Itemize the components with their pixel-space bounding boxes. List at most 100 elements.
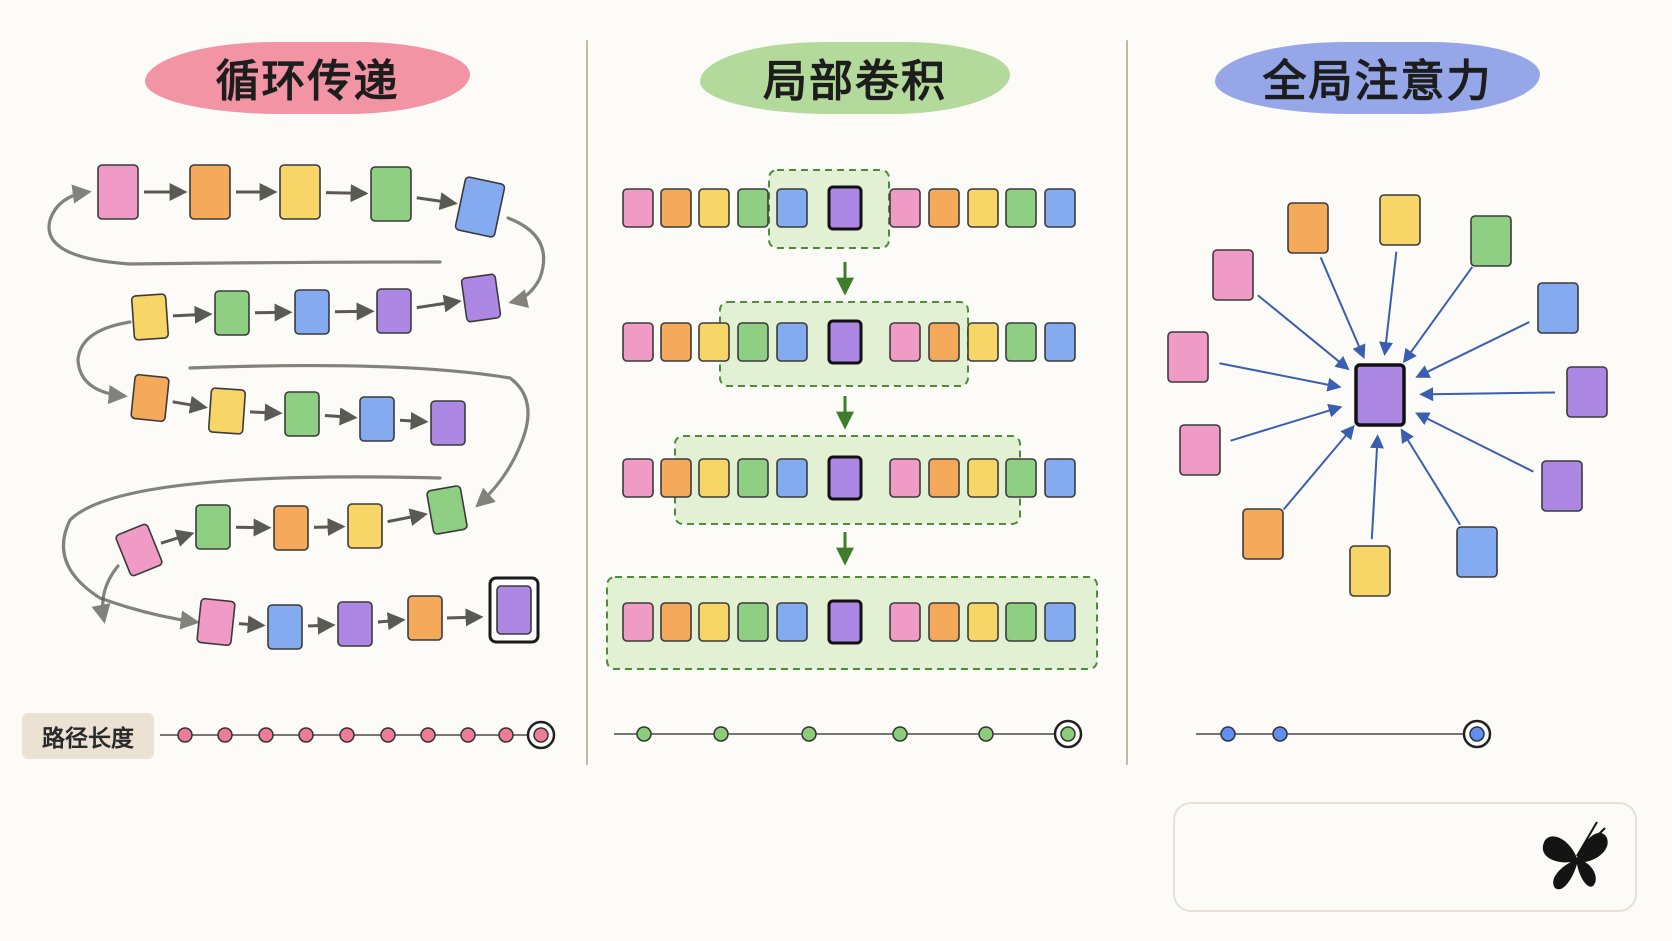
conv-token-r3-3 bbox=[737, 602, 769, 642]
recurrent-token-r2-0 bbox=[130, 373, 170, 423]
recurrent-arrow-r3-2 bbox=[313, 518, 346, 537]
conv-token-r0-0 bbox=[622, 188, 654, 228]
conv-token-r1-2 bbox=[698, 322, 730, 362]
recurrent-arrow-r4-0 bbox=[238, 615, 266, 634]
attention-satellite-4 bbox=[1537, 282, 1579, 334]
conv-token-r3-0 bbox=[622, 602, 654, 642]
link-layer bbox=[47, 183, 1556, 635]
conv-token-r0-6 bbox=[889, 188, 921, 228]
attention-arrow-8 bbox=[1369, 434, 1384, 540]
attention-satellite-7 bbox=[1456, 526, 1498, 578]
attention-arrow-11 bbox=[1219, 362, 1342, 392]
recurrent-token-r0-0 bbox=[97, 164, 139, 220]
recurrent-token-r0-1 bbox=[189, 164, 231, 220]
recurrent-ruler-end-dot bbox=[533, 727, 549, 743]
recurrent-token-r3-0 bbox=[115, 523, 163, 577]
path-length-label: 路径长度 bbox=[22, 713, 154, 759]
conv-token-r3-9 bbox=[1005, 602, 1037, 642]
recurrent-connector-5 bbox=[91, 564, 120, 624]
recurrent-ruler-dot-8 bbox=[498, 727, 514, 743]
recurrent-arrow-r0-2 bbox=[325, 184, 369, 203]
recurrent-ruler-dot-7 bbox=[460, 727, 476, 743]
attention-arrow-2 bbox=[1379, 251, 1398, 357]
title-conv: 局部卷积 bbox=[700, 34, 1010, 120]
attention-ruler-dot-1 bbox=[1272, 726, 1288, 742]
recurrent-connector-4 bbox=[61, 475, 442, 630]
attention-satellite-10 bbox=[1179, 424, 1221, 476]
attention-arrow-10 bbox=[1230, 403, 1343, 442]
conv-token-r0-8 bbox=[967, 188, 999, 228]
conv-token-r3-8 bbox=[967, 602, 999, 642]
token-layer bbox=[97, 164, 1608, 650]
recurrent-connector-3 bbox=[188, 363, 530, 508]
title-brush-blue bbox=[1215, 42, 1540, 114]
title-attention-text: 全局注意力 bbox=[1262, 56, 1493, 107]
recurrent-arrow-r0-3 bbox=[416, 192, 458, 211]
attention-satellite-5 bbox=[1566, 366, 1608, 418]
conv-token-r2-4 bbox=[776, 458, 808, 498]
conv-token-r1-3 bbox=[737, 322, 769, 362]
recurrent-token-r4-2 bbox=[337, 601, 373, 647]
conv-ruler-dot-4 bbox=[978, 726, 994, 742]
recurrent-token-r1-4 bbox=[460, 273, 502, 323]
recurrent-token-r0-2 bbox=[279, 164, 321, 220]
conv-ruler-dot-1 bbox=[713, 726, 729, 742]
recurrent-ruler-dot-0 bbox=[177, 727, 193, 743]
conv-token-r2-9 bbox=[1005, 458, 1037, 498]
attention-hub-token bbox=[1354, 363, 1406, 427]
conv-token-r3-1 bbox=[660, 602, 692, 642]
conv-token-r1-4 bbox=[776, 322, 808, 362]
conv-token-r1-7 bbox=[928, 322, 960, 362]
recurrent-token-r1-3 bbox=[376, 288, 412, 334]
attention-arrow-4 bbox=[1415, 321, 1530, 378]
recurrent-token-r0-4 bbox=[454, 176, 506, 238]
recurrent-token-r2-2 bbox=[284, 391, 320, 437]
conv-token-r1-5 bbox=[828, 320, 862, 364]
recurrent-token-r3-3 bbox=[347, 503, 383, 549]
attention-satellite-9 bbox=[1242, 508, 1284, 560]
conv-token-r2-0 bbox=[622, 458, 654, 498]
recurrent-connector-0 bbox=[47, 184, 442, 266]
conv-token-r3-4 bbox=[776, 602, 808, 642]
conv-token-r0-2 bbox=[698, 188, 730, 228]
conv-token-r3-2 bbox=[698, 602, 730, 642]
recurrent-ruler-dot-1 bbox=[217, 727, 233, 743]
title-attention: 全局注意力 bbox=[1215, 34, 1540, 120]
title-brush-red bbox=[145, 42, 470, 114]
conv-center-outline-r3 bbox=[827, 599, 863, 645]
recurrent-token-r2-1 bbox=[207, 387, 247, 435]
conv-token-r0-3 bbox=[737, 188, 769, 228]
recurrent-token-r1-2 bbox=[294, 289, 330, 335]
recurrent-arrow-r4-2 bbox=[377, 612, 406, 631]
conv-token-r2-6 bbox=[889, 458, 921, 498]
conv-token-r1-0 bbox=[622, 322, 654, 362]
conv-token-r1-10 bbox=[1044, 322, 1076, 362]
attention-arrow-9 bbox=[1282, 424, 1355, 511]
conv-token-r2-3 bbox=[737, 458, 769, 498]
title-recurrent: 循环传递 bbox=[145, 34, 470, 120]
conv-token-r2-1 bbox=[660, 458, 692, 498]
conv-token-r2-5 bbox=[828, 456, 862, 500]
conv-center-outline-r2 bbox=[827, 455, 863, 501]
conv-token-r2-10 bbox=[1044, 458, 1076, 498]
recurrent-token-r4-0 bbox=[196, 597, 236, 647]
conv-token-r0-4 bbox=[776, 188, 808, 228]
attention-arrow-5 bbox=[1419, 387, 1556, 402]
attention-arrow-3 bbox=[1402, 266, 1474, 364]
recurrent-ruler-dot-4 bbox=[339, 727, 355, 743]
conv-token-r3-6 bbox=[889, 602, 921, 642]
attention-arrow-7 bbox=[1400, 428, 1462, 526]
conv-ruler-dot-0 bbox=[636, 726, 652, 742]
conv-ruler-end-dot bbox=[1060, 726, 1076, 742]
recurrent-ruler-dot-3 bbox=[298, 727, 314, 743]
recurrent-token-r1-0 bbox=[130, 293, 170, 341]
conv-token-r0-1 bbox=[660, 188, 692, 228]
recurrent-ruler-dot-6 bbox=[420, 727, 436, 743]
conv-center-outline-r1 bbox=[827, 319, 863, 365]
title-brush-green bbox=[700, 42, 1010, 114]
conv-token-r0-9 bbox=[1005, 188, 1037, 228]
attention-ruler-dot-0 bbox=[1220, 726, 1236, 742]
divider-left bbox=[586, 40, 588, 765]
recurrent-ruler-dot-2 bbox=[258, 727, 274, 743]
